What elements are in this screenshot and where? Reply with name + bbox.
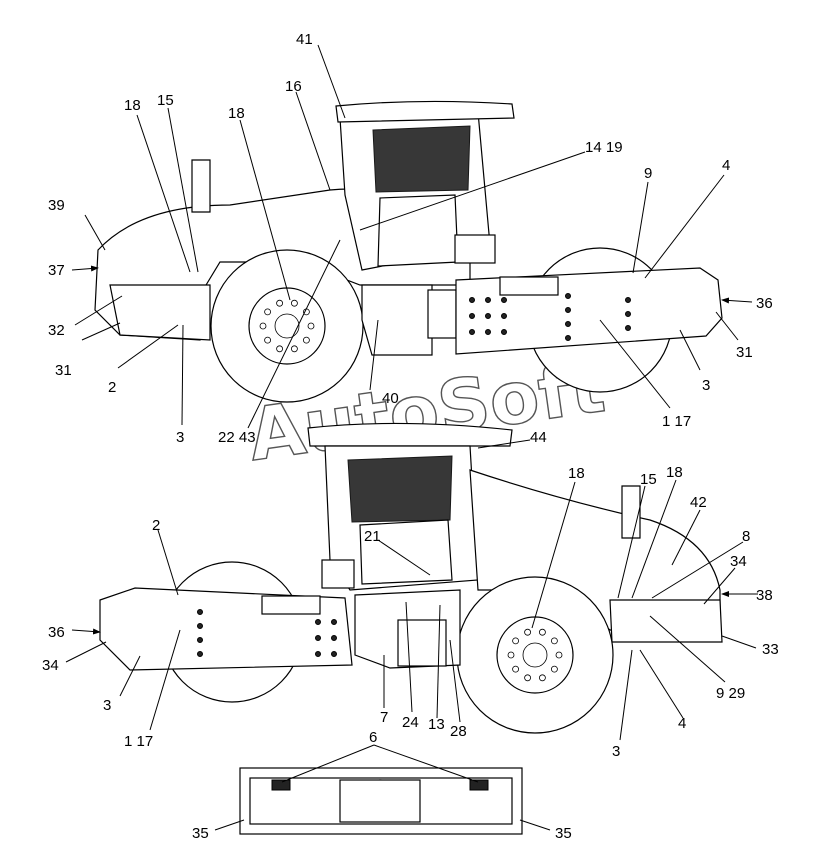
frame-bolt bbox=[315, 619, 321, 625]
callout-label: 42 bbox=[690, 494, 707, 511]
frame-bolt bbox=[197, 651, 203, 657]
callout-label: 3 bbox=[612, 743, 620, 760]
frame-bolt bbox=[501, 329, 507, 335]
callout-label: 18 bbox=[568, 465, 585, 482]
callout-label: 4 bbox=[678, 715, 686, 732]
right-side-view bbox=[99, 422, 723, 734]
callout-label: 14 19 bbox=[585, 139, 623, 156]
callout-label: 38 bbox=[756, 587, 773, 604]
callout-label: 35 bbox=[555, 825, 572, 842]
frame-bolt bbox=[469, 313, 475, 319]
lug-bolt bbox=[290, 345, 298, 353]
frame-bolt bbox=[469, 297, 475, 303]
callout-label: 36 bbox=[756, 295, 773, 312]
lug-bolt bbox=[302, 336, 310, 344]
callout-label: 37 bbox=[48, 262, 65, 279]
frame-bolt bbox=[501, 313, 507, 319]
callout-label: 22 43 bbox=[218, 429, 256, 446]
frame-bolt bbox=[197, 609, 203, 615]
frame-bolt bbox=[315, 635, 321, 641]
callout-label: 24 bbox=[402, 714, 419, 731]
frame-bolt bbox=[485, 297, 491, 303]
lug-bolt bbox=[259, 322, 267, 330]
lug-bolt bbox=[551, 637, 558, 645]
callout-label: 3 bbox=[702, 377, 710, 394]
lug-bolt bbox=[290, 299, 298, 307]
callout-label: 4 bbox=[722, 157, 730, 174]
callout-label: 18 bbox=[124, 97, 141, 114]
frame-bolt bbox=[331, 651, 337, 657]
callout-label: 28 bbox=[450, 723, 467, 740]
callout-label: 36 bbox=[48, 624, 65, 641]
callout-label: 18 bbox=[666, 464, 683, 481]
frame-bolt bbox=[565, 335, 571, 341]
frame-bolt bbox=[625, 325, 631, 331]
callout-label: 15 bbox=[157, 92, 174, 109]
callout-label: 31 bbox=[55, 362, 72, 379]
callout-label: 6 bbox=[369, 729, 377, 746]
lug-bolt bbox=[276, 345, 284, 353]
frame-bolt bbox=[565, 307, 571, 313]
callout-label: 16 bbox=[285, 78, 302, 95]
callout-label: 9 29 bbox=[716, 685, 745, 702]
frame-bolt bbox=[485, 313, 491, 319]
callout-label: 3 bbox=[176, 429, 184, 446]
lug-bolt bbox=[264, 308, 272, 316]
lug-bolt bbox=[264, 336, 272, 344]
callout-label: 7 bbox=[380, 709, 388, 726]
leader-lines bbox=[65, 44, 758, 831]
lug-bolt bbox=[512, 637, 519, 645]
lug-bolt bbox=[307, 322, 315, 330]
lug-bolt bbox=[276, 299, 284, 307]
frame-bolt bbox=[565, 293, 571, 299]
frame-bolt bbox=[485, 329, 491, 335]
lug-bolt bbox=[512, 665, 519, 673]
callout-label: 1 17 bbox=[662, 413, 691, 430]
frame-bolt bbox=[197, 637, 203, 643]
frame-bolt bbox=[625, 297, 631, 303]
lug-bolt bbox=[507, 651, 515, 659]
callout-label: 21 bbox=[364, 528, 381, 545]
frame-bolt bbox=[315, 651, 321, 657]
frame-bolt bbox=[331, 619, 337, 625]
frame-bolt bbox=[625, 311, 631, 317]
lug-bolt bbox=[551, 665, 558, 673]
callout-label: 31 bbox=[736, 344, 753, 361]
frame-bolt bbox=[565, 321, 571, 327]
lug-bolt bbox=[524, 674, 531, 682]
callout-label: 33 bbox=[762, 641, 779, 658]
callout-label: 2 bbox=[152, 517, 160, 534]
callout-label: 40 bbox=[382, 390, 399, 407]
callout-label: 39 bbox=[48, 197, 65, 214]
callout-label: 1 17 bbox=[124, 733, 153, 750]
callout-label: 13 bbox=[428, 716, 445, 733]
frame-bolt bbox=[501, 297, 507, 303]
lug-bolt bbox=[524, 628, 531, 636]
callout-label: 35 bbox=[192, 825, 209, 842]
callout-label: 34 bbox=[730, 553, 747, 570]
lug-bolt bbox=[539, 674, 546, 682]
frame-bolt bbox=[197, 623, 203, 629]
callout-label: 9 bbox=[644, 165, 652, 182]
callout-label: 2 bbox=[108, 379, 116, 396]
callout-label: 32 bbox=[48, 322, 65, 339]
callout-label: 15 bbox=[640, 471, 657, 488]
callout-label: 34 bbox=[42, 657, 59, 674]
left-side-view bbox=[94, 100, 723, 403]
callout-label: 8 bbox=[742, 528, 750, 545]
frame-bolt bbox=[469, 329, 475, 335]
callout-label: 41 bbox=[296, 31, 313, 48]
frame-end-view bbox=[239, 767, 523, 835]
lug-bolt bbox=[555, 651, 563, 659]
callout-label: 44 bbox=[530, 429, 547, 446]
callout-label: 3 bbox=[103, 697, 111, 714]
frame-bolt bbox=[331, 635, 337, 641]
lug-bolt bbox=[539, 628, 546, 636]
callout-labels: 41 16 18 15 18 14 19 39 37 32 31 2 3 22 … bbox=[42, 31, 779, 842]
callout-label: 18 bbox=[228, 105, 245, 122]
